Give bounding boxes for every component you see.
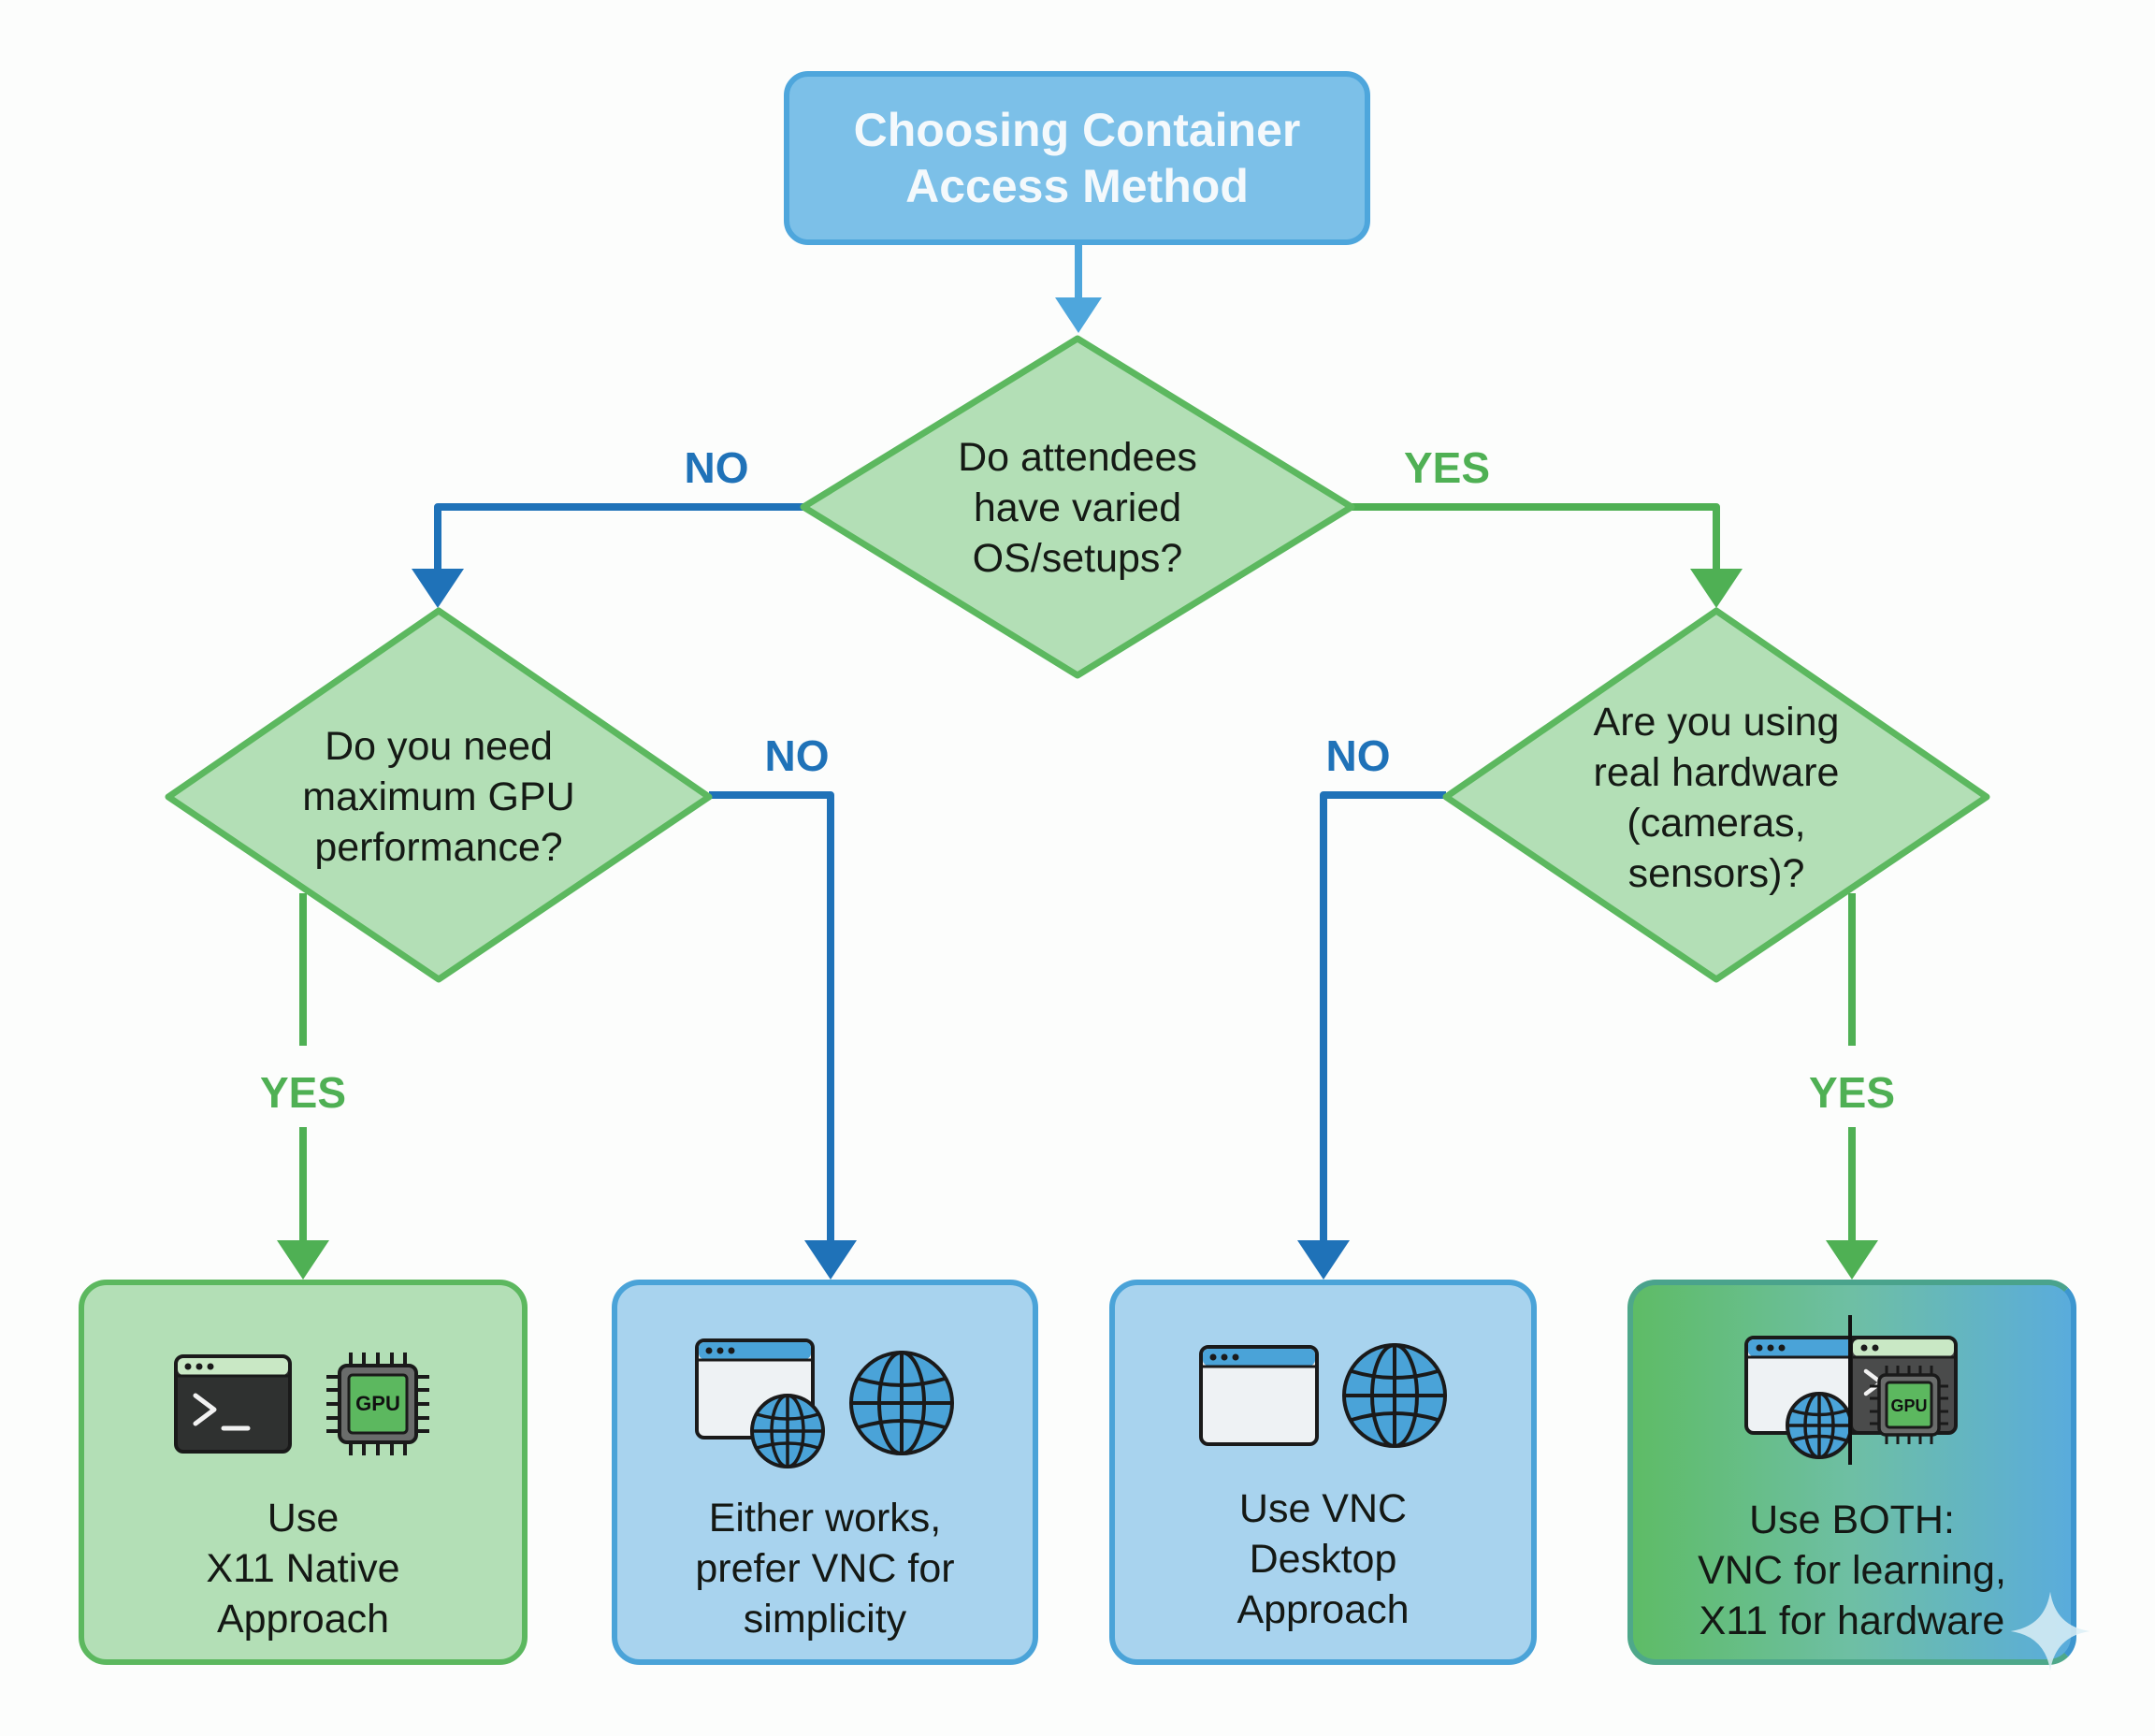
outcome-vnc-text: Use VNC Desktop Approach	[1237, 1483, 1409, 1635]
outcome-line: Approach	[1237, 1587, 1410, 1632]
outcome-icons	[694, 1334, 956, 1472]
outcome-line: X11 Native	[206, 1546, 400, 1591]
terminal-icon	[174, 1354, 292, 1454]
edge-label-hardware-no: NO	[1325, 731, 1391, 780]
outcome-vnc-desktop: Use VNC Desktop Approach	[1109, 1280, 1537, 1665]
outcome-icons	[1198, 1339, 1449, 1452]
outcome-line: Approach	[216, 1597, 390, 1642]
decision-hardware-text: Are you using real hardware (cameras, se…	[1529, 697, 1903, 899]
outcome-icons: GPU	[173, 1343, 433, 1465]
edge-hardware-no	[1297, 791, 1446, 1280]
edge-label-hardware-yes: YES	[1808, 1068, 1896, 1117]
decision-root-shape	[800, 335, 1355, 679]
outcome-line: prefer VNC for	[695, 1546, 955, 1591]
edge-label-root-no: NO	[684, 443, 749, 492]
start-node-title: Choosing Container Access Method	[784, 71, 1370, 245]
decision-hardware-shape	[1442, 607, 1990, 983]
gpu-chip-label: GPU	[355, 1392, 400, 1415]
decision-gpu-line: maximum GPU	[302, 774, 575, 819]
outcome-both-text: Use BOTH: VNC for learning, X11 for hard…	[1698, 1495, 2006, 1646]
decision-hardware-line: Are you using	[1593, 700, 1840, 745]
edge-gpu-yes	[277, 893, 329, 1280]
outcome-line: Either works,	[708, 1496, 942, 1541]
outcome-icons: GPU	[1735, 1309, 1969, 1468]
edge-root-no	[412, 503, 804, 608]
gpu-chip-label: GPU	[1890, 1396, 1927, 1415]
browser-window-icon	[1198, 1345, 1319, 1446]
outcome-line: X11 for hardware	[1699, 1599, 2005, 1643]
outcome-line: Use VNC	[1238, 1486, 1408, 1531]
globe-icon	[849, 1351, 954, 1455]
outcome-line: Use BOTH:	[1749, 1497, 1955, 1542]
outcome-x11-native: GPU Use X11 Native Approach	[79, 1280, 528, 1665]
edge-title-to-root	[1055, 245, 1102, 333]
decision-gpu-shape	[165, 607, 713, 983]
outcome-either-works: Either works, prefer VNC for simplicity	[612, 1280, 1038, 1665]
decision-root-line: have varied	[973, 485, 1182, 530]
edge-gpu-no	[709, 791, 857, 1280]
outcome-line: simplicity	[743, 1597, 907, 1642]
outcome-line: Desktop	[1249, 1537, 1397, 1582]
decision-gpu-line: performance?	[314, 825, 563, 870]
outcome-x11-text: Use X11 Native Approach	[206, 1493, 399, 1644]
title-line-2: Access Method	[905, 160, 1249, 212]
decision-gpu-text: Do you need maximum GPU performance?	[252, 721, 626, 873]
edge-label-gpu-no: NO	[764, 731, 830, 780]
sparkle-icon	[2010, 1591, 2090, 1671]
decision-root-line: OS/setups?	[972, 536, 1183, 581]
outcome-line: Use	[267, 1496, 340, 1541]
split-browser-terminal-icon: GPU	[1744, 1315, 1958, 1465]
gpu-chip-icon: GPU	[326, 1353, 429, 1455]
edge-label-root-yes: YES	[1403, 443, 1491, 492]
edge-label-gpu-yes: YES	[259, 1068, 347, 1117]
edge-hardware-yes	[1826, 893, 1878, 1280]
decision-gpu-line: Do you need	[325, 724, 553, 769]
title-line-1: Choosing Container	[853, 104, 1301, 156]
decision-hardware-line: sensors)?	[1627, 851, 1805, 896]
decision-root-line: Do attendees	[958, 435, 1197, 480]
edge-root-yes	[1351, 503, 1743, 608]
outcome-line: VNC for learning,	[1698, 1548, 2006, 1593]
globe-icon	[1341, 1343, 1447, 1448]
decision-hardware-line: real hardware	[1593, 750, 1840, 795]
browser-window-globe-icon	[695, 1338, 825, 1468]
outcome-either-text: Either works, prefer VNC for simplicity	[695, 1493, 954, 1644]
outcome-use-both: GPU Use BOTH: VNC for learning, X11 for …	[1627, 1280, 2076, 1665]
decision-root-text: Do attendees have varied OS/setups?	[890, 432, 1265, 584]
decision-hardware-line: (cameras,	[1627, 801, 1806, 846]
